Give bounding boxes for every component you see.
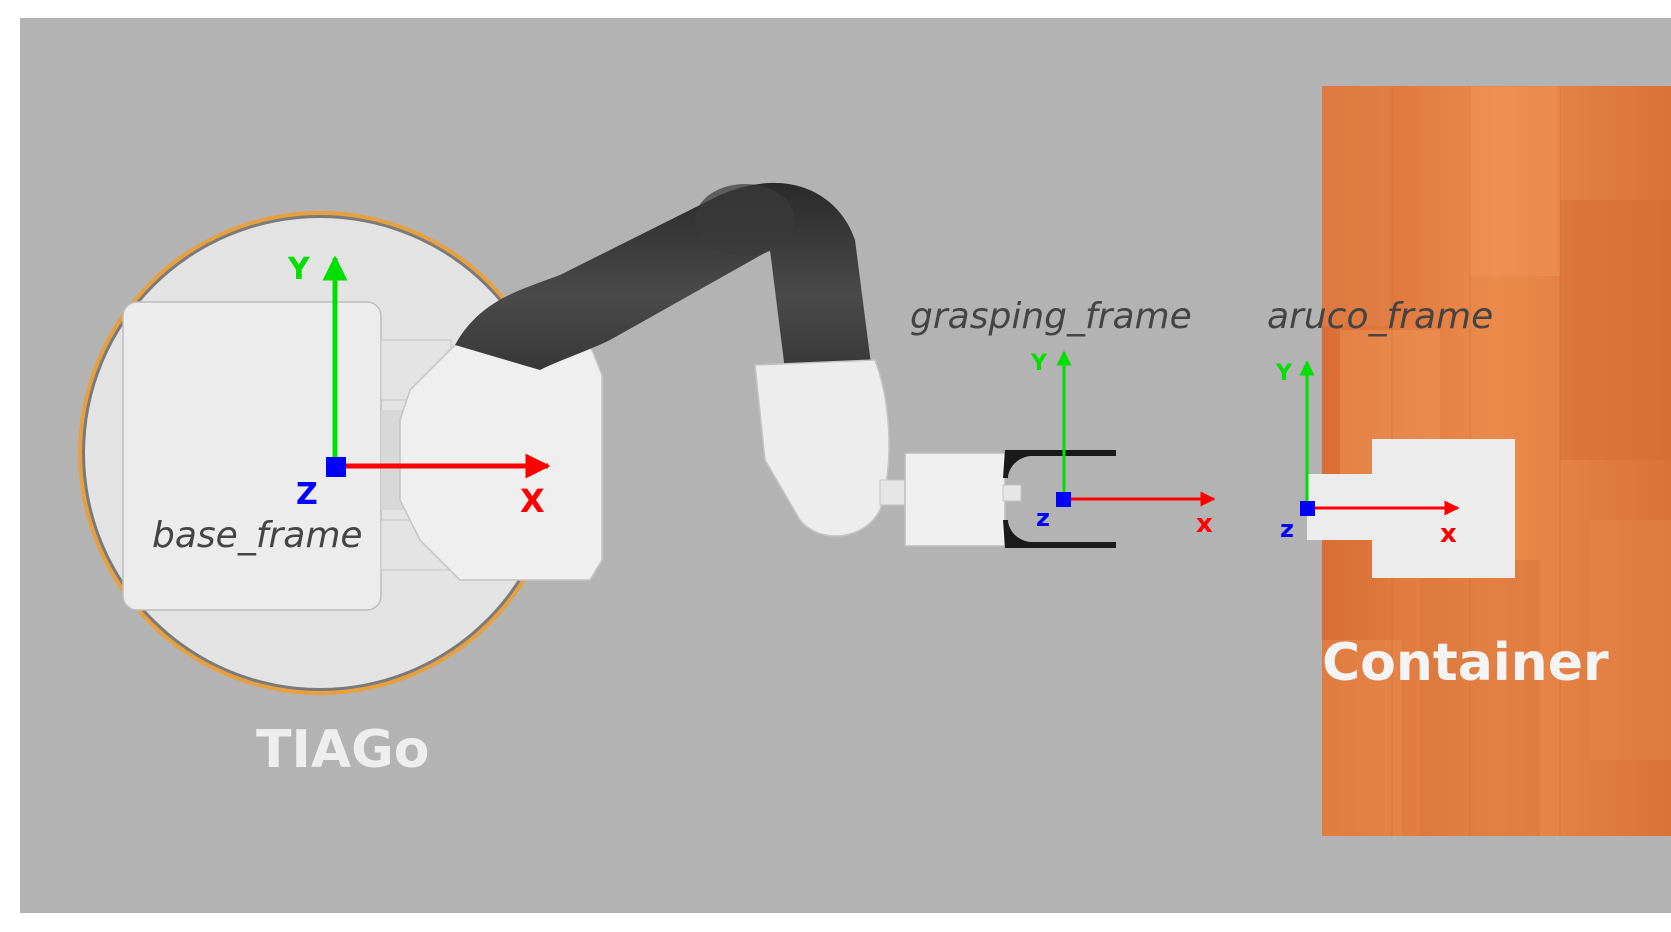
aruco-frame-y-label: Y [1275,361,1293,386]
robot-torso [399,344,603,581]
grasping-frame-name: grasping_frame [910,296,1192,337]
grasping-frame-x-label: x [1196,509,1213,539]
aruco-frame-z-label: z [1280,515,1294,543]
base-frame-z-label: Z [296,477,318,512]
tiago-base [78,211,562,695]
aruco-frame-z-marker [1300,501,1315,516]
grasping-frame-y-label: Y [1030,351,1048,376]
base-frame-y-label: Y [287,252,311,287]
base-frame-name: base_frame [152,515,363,556]
robot-arm [455,182,911,537]
aruco-frame-x-label: x [1440,519,1457,549]
base-frame-x-label: X [520,482,545,520]
aruco-frame-name: aruco_frame [1267,296,1493,337]
grasping-frame-z-marker [1056,492,1071,507]
robot-label: TIAGo [256,720,429,780]
aruco-frame-axes: Y x z aruco_frame [1267,296,1493,549]
grasping-frame-z-label: z [1036,504,1050,532]
container-label: Container [1322,633,1609,693]
robot-gripper [904,450,1116,548]
grasping-frame-axes: Y x z grasping_frame [910,296,1216,539]
base-frame-z-marker [326,457,346,477]
base-frame-axes: Y X Z base_frame [152,252,551,556]
